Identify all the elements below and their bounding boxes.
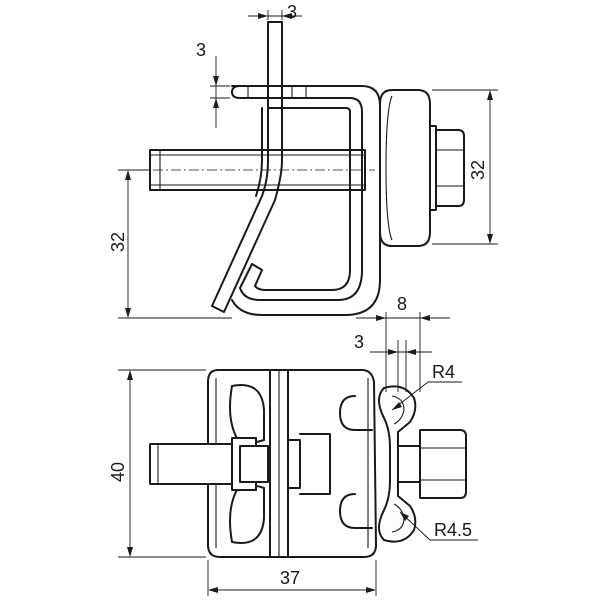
dim-bottom-slot-width-label: 8 (397, 294, 407, 314)
dim-radius-small: R4 (391, 362, 462, 411)
front-view-bolt (149, 429, 467, 499)
front-view: 8 3 R4 R4.5 40 (108, 294, 478, 596)
dim-top-thickness-label: 3 (196, 40, 206, 60)
dim-bottom-gap: 3 (354, 332, 432, 392)
dim-top-right-height: 32 (432, 89, 498, 245)
dim-radius-small-label: R4 (432, 362, 455, 382)
side-view-disc-and-nut (379, 89, 465, 247)
side-view-bolt (135, 149, 375, 191)
dim-radius-large-label: R4.5 (434, 520, 472, 540)
dim-radius-large: R4.5 (399, 511, 478, 541)
dim-top-width-label: 3 (287, 2, 297, 22)
dim-top-left-height-label: 32 (108, 232, 128, 252)
dim-top-thickness: 3 (196, 40, 230, 128)
dim-top-width: 3 (248, 2, 302, 22)
dim-bottom-gap-label: 3 (354, 332, 364, 352)
dim-bottom-height-label: 40 (108, 462, 128, 482)
side-view-strap (211, 21, 381, 316)
dim-bottom-height: 40 (108, 369, 206, 558)
dim-bottom-width-label: 37 (280, 568, 300, 588)
side-view: 3 3 32 32 (108, 2, 498, 319)
dim-top-right-height-label: 32 (468, 160, 488, 180)
dim-top-left-height: 32 (108, 169, 232, 319)
dim-bottom-width: 37 (207, 560, 377, 596)
front-view-body (207, 369, 377, 558)
